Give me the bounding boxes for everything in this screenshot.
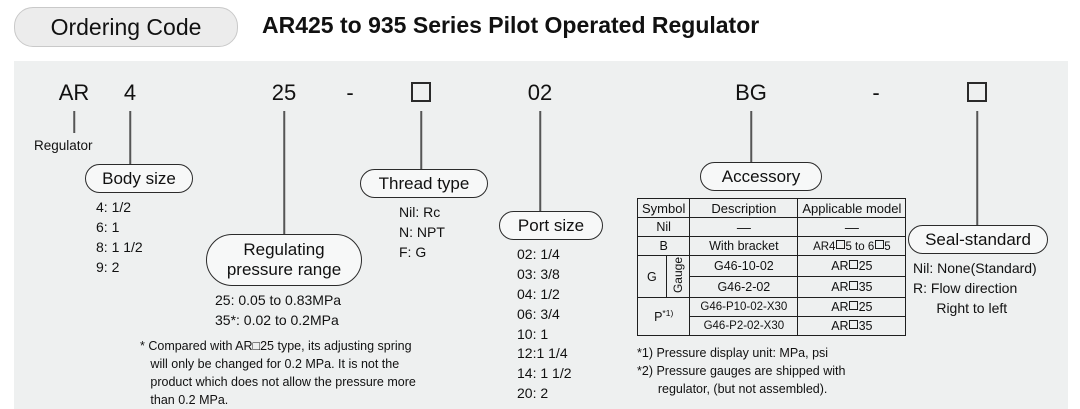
cell-description: —	[689, 217, 799, 237]
seal-standard-pill: Seal-standard	[908, 225, 1048, 254]
pressure-range-pill-label-line1: Regulating	[243, 239, 325, 259]
column-header-description: Description	[689, 198, 799, 218]
port-size-pill: Port size	[499, 211, 603, 240]
cell-description: G46-2-02	[689, 276, 799, 299]
pressure-range-pill: Regulating pressure range	[206, 234, 362, 286]
cell-symbol: Nil	[636, 217, 691, 237]
pressure-range-pill-label-line2: pressure range	[226, 260, 342, 279]
column-header-symbol: Symbol	[636, 198, 691, 218]
accessory-pill-label: Accessory	[721, 166, 801, 186]
cell-model: —	[797, 217, 907, 237]
square-glyph-icon	[835, 239, 845, 249]
column-header-applicable-model: Applicable model	[797, 198, 907, 218]
cell-symbol: B	[636, 236, 691, 256]
seal-standard-pill-label: Seal-standard	[925, 229, 1031, 249]
code-segment-accessory: BG	[735, 80, 767, 105]
code-segment-thread-type-box	[411, 82, 431, 102]
ordering-code-badge: Ordering Code	[14, 7, 238, 47]
code-segment-series: AR	[58, 80, 90, 105]
leader-line-thread-type	[420, 111, 422, 169]
code-segment-pressure-range: 25	[271, 80, 297, 105]
table-row: Nil — —	[636, 217, 907, 237]
cell-symbol: G	[637, 254, 667, 299]
cell-symbol-sub: Gauge	[665, 254, 691, 299]
square-glyph-icon	[849, 260, 859, 269]
cell-description: G46-10-02	[689, 254, 799, 278]
body-size-options: 4: 1/2 6: 1 8: 1 1/2 9: 2	[96, 199, 143, 275]
pressure-range-footnote: * Compared with AR□25 type, its adjustin…	[140, 339, 416, 408]
port-size-pill-label: Port size	[517, 215, 585, 235]
regulator-label: Regulator	[34, 138, 93, 153]
page-title: AR425 to 935 Series Pilot Operated Regul…	[262, 12, 760, 38]
thread-type-pill-label: Thread type	[378, 173, 470, 193]
thread-type-pill: Thread type	[360, 169, 488, 198]
thread-type-options: Nil: Rc N: NPT F: G	[399, 204, 445, 260]
leader-line-seal-standard	[976, 111, 978, 225]
cell-description: With bracket	[689, 236, 799, 256]
square-glyph-icon	[849, 301, 859, 311]
code-segment-body-size: 4	[123, 80, 137, 105]
code-segment-port-size: 02	[527, 80, 553, 105]
leader-line-body-size	[129, 111, 131, 164]
accessory-footnotes: *1) Pressure display unit: MPa, psi *2) …	[637, 346, 846, 397]
body-size-pill-label: Body size	[102, 168, 176, 188]
ordering-code-badge-label: Ordering Code	[50, 13, 202, 40]
pressure-range-options: 25: 0.05 to 0.83MPa 35*: 0.02 to 0.2MPa	[215, 292, 342, 328]
code-segment-seal-standard-box	[967, 82, 987, 102]
leader-line-port-size	[539, 111, 541, 211]
accessory-pill: Accessory	[700, 162, 822, 191]
leader-line-pressure-range	[283, 111, 285, 235]
code-separator-1: -	[346, 80, 354, 105]
cell-symbol: P*1)	[636, 297, 691, 337]
seal-standard-options: Nil: None(Standard) R: Flow direction Ri…	[913, 260, 1037, 316]
square-glyph-icon	[849, 281, 859, 291]
cell-description: G46-P2-02-X30	[689, 316, 799, 337]
leader-line-series	[73, 111, 75, 133]
leader-line-accessory	[750, 111, 752, 162]
cell-symbol-superscript: *1)	[662, 308, 674, 319]
cell-description: G46-P10-02-X30	[689, 297, 799, 318]
body-size-pill: Body size	[85, 164, 193, 193]
accessory-table: Symbol Description Applicable model Nil …	[636, 198, 907, 337]
square-glyph-icon	[849, 320, 859, 330]
code-separator-2: -	[872, 80, 880, 105]
square-glyph-icon	[874, 239, 884, 249]
table-header-row: Symbol Description Applicable model	[636, 198, 907, 218]
port-size-options: 02: 1/4 03: 3/8 04: 1/2 06: 3/4 10: 1 12…	[517, 246, 572, 402]
